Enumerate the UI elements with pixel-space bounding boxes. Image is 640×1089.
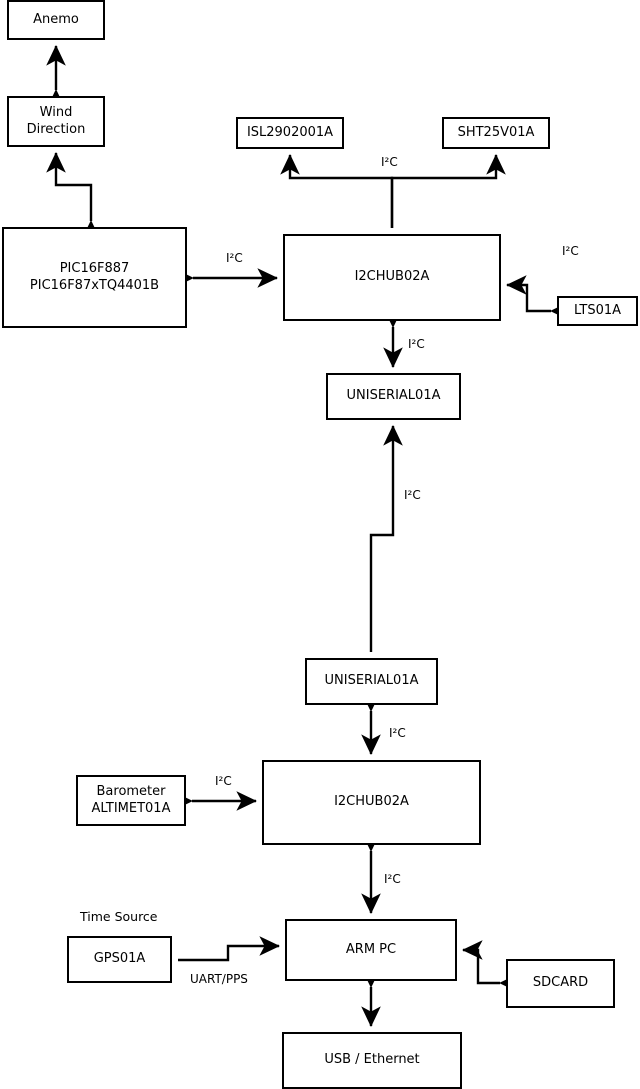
edge-label-i2c-hub-lts: I²C [562,244,579,258]
edge-label-i2c-uniserial-link: I²C [404,488,421,502]
edge-label-i2c-hub-uniserial: I²C [408,337,425,351]
connector-hubtop-sht [390,154,506,228]
node-barometer-altimet01a[interactable]: Barometer ALTIMET01A [76,775,186,826]
node-gps01a[interactable]: GPS01A [67,936,172,983]
connector-hubtop-lts [506,275,571,321]
connector-uniserialbot-uniserialtop [369,425,403,652]
edge-label-i2c-pic-hub: I²C [226,251,243,265]
label-time-source: Time Source [80,909,158,924]
connector-pic-wind [46,152,101,241]
node-usb-ethernet[interactable]: USB / Ethernet [282,1032,462,1089]
edge-label-uart-pps: UART/PPS [190,972,248,986]
node-wind-direction[interactable]: Wind Direction [7,96,105,147]
node-isl2902001a[interactable]: ISL2902001A [236,117,344,149]
edge-label-i2c-hub-armpc: I²C [384,872,401,886]
edge-label-i2c-hubtop-sensors: I²C [381,155,398,169]
node-arm-pc[interactable]: ARM PC [285,919,457,981]
node-lts01a[interactable]: LTS01A [557,296,638,326]
node-sht25v01a[interactable]: SHT25V01A [442,117,550,149]
node-uniserial01a-top[interactable]: UNISERIAL01A [326,373,461,420]
edge-label-i2c-baro-hub: I²C [215,774,232,788]
node-i2chub02a-bottom[interactable]: I2CHUB02A [262,760,481,845]
connector-gps-armpc [178,936,280,962]
node-uniserial01a-bottom[interactable]: UNISERIAL01A [305,658,438,705]
node-pic-mcu[interactable]: PIC16F887 PIC16F87xTQ4401B [2,227,187,328]
connector-hubtop-isl [280,154,394,228]
node-i2chub02a-top[interactable]: I2CHUB02A [283,234,501,321]
edge-label-i2c-uniserial-hub: I²C [389,726,406,740]
node-anemo[interactable]: Anemo [7,0,105,40]
node-sdcard[interactable]: SDCARD [506,959,615,1008]
connector-armpc-sdcard [462,940,520,993]
